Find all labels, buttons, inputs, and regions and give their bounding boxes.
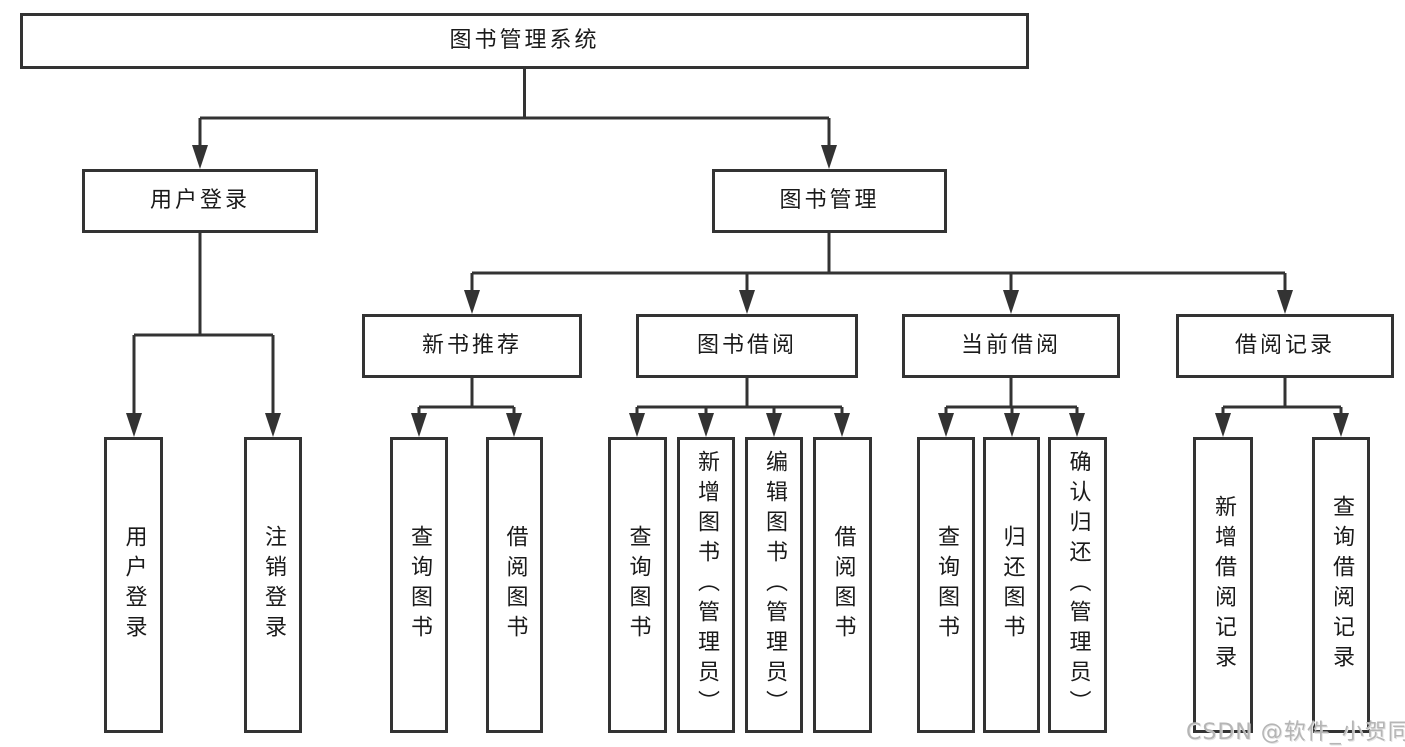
arrowhead [821, 145, 837, 169]
leaf-add-books-admin: 新增图书（管理员） [677, 437, 735, 733]
node-user-login: 用户登录 [82, 169, 318, 233]
connector-borrowrec-to-leaves [1221, 378, 1343, 420]
connector-bookborrow-to-leaves [635, 378, 844, 420]
arrowhead [739, 290, 755, 314]
leaf-query-books-1: 查询图书 [390, 437, 448, 733]
arrowhead [629, 413, 645, 437]
arrowhead [1004, 413, 1020, 437]
arrowhead [506, 413, 522, 437]
connector-root-to-level2 [198, 69, 831, 152]
arrowhead [265, 413, 281, 437]
leaf-query-books-3: 查询图书 [917, 437, 975, 733]
leaf-query-books-2: 查询图书 [608, 437, 667, 733]
leaf-logout: 注销登录 [244, 437, 302, 733]
arrowhead [464, 290, 480, 314]
leaf-user-login: 用户登录 [104, 437, 163, 733]
arrowhead [1215, 413, 1231, 437]
leaf-return-books: 归还图书 [983, 437, 1040, 733]
arrowhead [411, 413, 427, 437]
node-library-system: 图书管理系统 [20, 13, 1029, 69]
csdn-watermark: CSDN @软件_小贺同学 [1186, 720, 1405, 745]
arrowhead [1069, 413, 1085, 437]
connector-userlogin-to-leaves [132, 233, 275, 420]
arrowhead [192, 145, 208, 169]
node-current-borrow: 当前借阅 [902, 314, 1120, 378]
arrowhead [1003, 290, 1019, 314]
arrowhead [698, 413, 714, 437]
node-book-borrow: 图书借阅 [636, 314, 858, 378]
node-borrow-records: 借阅记录 [1176, 314, 1394, 378]
arrowhead [1277, 290, 1293, 314]
leaf-borrow-books-2: 借阅图书 [813, 437, 872, 733]
arrowhead [834, 413, 850, 437]
leaf-borrow-books-1: 借阅图书 [486, 437, 543, 733]
arrowhead [1333, 413, 1349, 437]
connector-newbook-to-leaves [417, 378, 516, 420]
leaf-confirm-return-admin: 确认归还（管理员） [1048, 437, 1107, 733]
arrowhead [126, 413, 142, 437]
leaf-add-borrow-record: 新增借阅记录 [1193, 437, 1253, 733]
node-new-book-recommend: 新书推荐 [362, 314, 582, 378]
leaf-query-borrow-record: 查询借阅记录 [1312, 437, 1370, 733]
arrowhead [938, 413, 954, 437]
arrowhead [766, 413, 782, 437]
node-book-management: 图书管理 [712, 169, 947, 233]
leaf-edit-books-admin: 编辑图书（管理员） [745, 437, 803, 733]
connector-bookmgmt-to-level3 [470, 233, 1287, 297]
